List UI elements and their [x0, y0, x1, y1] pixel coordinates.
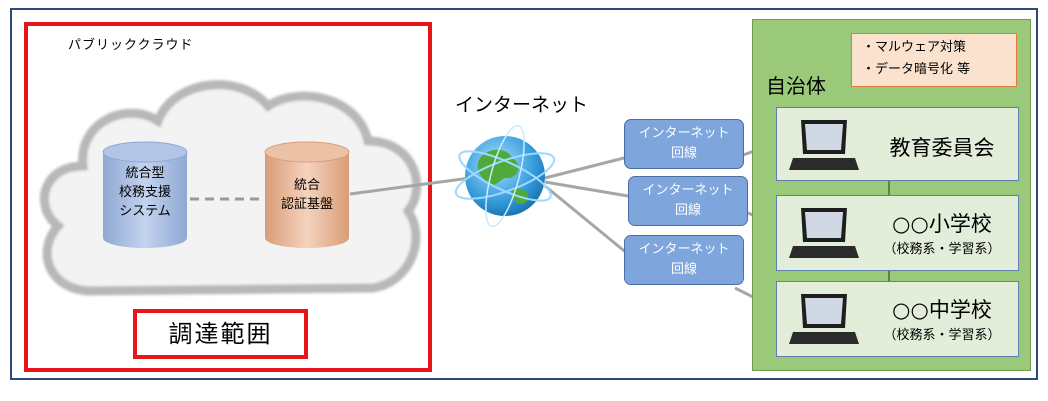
auth-platform-db-icon — [264, 141, 350, 248]
public-cloud-label: パブリッククラウド — [68, 38, 194, 53]
internet-line-2-sub: 回線 — [674, 203, 701, 218]
db-right-line-1: 統合 — [293, 178, 320, 193]
internet-line-box-1: インターネット 回線 — [624, 119, 744, 169]
internet-line-3-sub: 回線 — [670, 262, 697, 277]
globe-icon — [454, 124, 556, 228]
internet-line-2-label: インターネット — [642, 183, 734, 198]
municipality-title: 自治体 — [766, 74, 826, 98]
junior-high-school-box: ○○中学校 （校務系・学習系） — [776, 281, 1019, 357]
internet-title: インターネット — [455, 94, 589, 116]
note-line-1: ・マルウェア対策 — [862, 40, 967, 55]
board-of-education-box: 教育委員会 — [776, 107, 1019, 181]
site-connector-2 — [888, 270, 890, 282]
db-left-line-2: 校務支援 — [118, 185, 171, 200]
db-left-line-1: 統合型 — [125, 166, 165, 181]
procurement-scope-box — [24, 22, 432, 372]
board-of-education-name: 教育委員会 — [889, 136, 995, 160]
elementary-school-box: ○○小学校 （校務系・学習系） — [776, 195, 1019, 271]
security-measures-note: ・マルウェア対策 ・データ暗号化 等 — [851, 33, 1017, 87]
internet-line-3-label: インターネット — [638, 242, 730, 257]
internet-line-box-2: インターネット 回線 — [628, 176, 748, 226]
db-right-line-2: 認証基盤 — [280, 197, 333, 212]
diagram-frame — [10, 8, 1038, 380]
laptop-icon — [789, 294, 859, 344]
elementary-school-name: ○○小学校 — [892, 212, 992, 236]
site-connector-1 — [888, 180, 890, 196]
integrated-admin-db-icon — [102, 141, 188, 248]
internet-line-1-sub: 回線 — [670, 146, 697, 161]
junior-high-school-sub: （校務系・学習系） — [883, 328, 1001, 343]
internet-line-1-label: インターネット — [638, 126, 730, 141]
db-left-line-3: システム — [119, 204, 171, 219]
junior-high-school-name: ○○中学校 — [892, 298, 992, 322]
note-line-2: ・データ暗号化 等 — [862, 62, 971, 77]
procurement-scope-label: 調達範囲 — [133, 309, 308, 359]
db-dashed-connector — [190, 197, 262, 201]
laptop-icon — [789, 120, 859, 170]
internet-line-box-3: インターネット 回線 — [624, 235, 744, 285]
elementary-school-sub: （校務系・学習系） — [883, 242, 1001, 257]
laptop-icon — [789, 208, 859, 258]
